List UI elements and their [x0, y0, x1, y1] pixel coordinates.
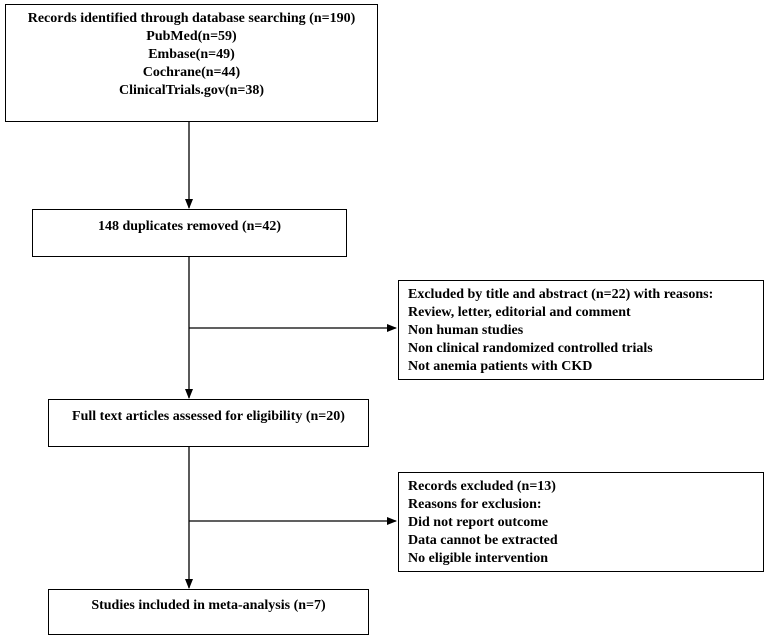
excluded-reason-not-anemia: Not anemia patients with CKD	[408, 359, 593, 374]
excluded-reason-non-rct: Non clinical randomized controlled trial…	[408, 341, 653, 356]
cochrane-count: Cochrane(n=44)	[142, 65, 241, 80]
exclusion-reason-no-intervention: No eligible intervention	[408, 551, 548, 566]
excluded-reason-non-human: Non human studies	[408, 323, 524, 338]
studies-included-text: Studies included in meta-analysis (n=7)	[91, 598, 326, 613]
exclusion-reason-no-data: Data cannot be extracted	[408, 533, 558, 548]
excluded-title-abstract-box: Excluded by title and abstract (n=22) wi…	[398, 280, 764, 380]
records-excluded-heading: Records excluded (n=13)	[408, 479, 556, 494]
exclusion-reason-no-outcome: Did not report outcome	[408, 515, 549, 530]
exclusion-reasons-label: Reasons for exclusion:	[408, 497, 542, 512]
excluded-reason-review: Review, letter, editorial and comment	[408, 305, 631, 320]
fulltext-assessed-box: Full text articles assessed for eligibil…	[48, 399, 369, 447]
duplicates-removed-box: 148 duplicates removed (n=42)	[32, 209, 347, 257]
excluded-title-heading: Excluded by title and abstract (n=22) wi…	[408, 287, 714, 302]
duplicates-removed-text: 148 duplicates removed (n=42)	[97, 219, 282, 234]
studies-included-box: Studies included in meta-analysis (n=7)	[48, 589, 369, 635]
fulltext-assessed-text: Full text articles assessed for eligibil…	[72, 409, 345, 424]
records-identified-box: Records identified through database sear…	[5, 4, 378, 122]
pubmed-count: PubMed(n=59)	[146, 29, 237, 44]
records-identified-title: Records identified through database sear…	[27, 11, 356, 26]
clinicaltrials-count: ClinicalTrials.gov(n=38)	[119, 83, 264, 98]
embase-count: Embase(n=49)	[148, 47, 235, 62]
records-excluded-box: Records excluded (n=13) Reasons for excl…	[398, 472, 764, 572]
